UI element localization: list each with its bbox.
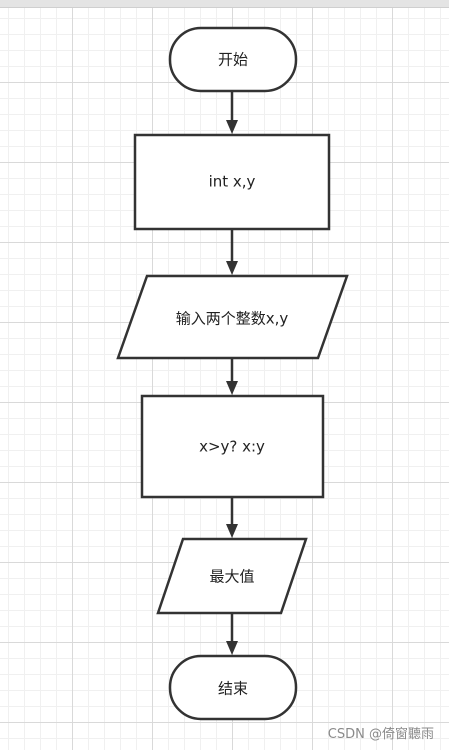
declare-node[interactable]: int x,y <box>133 133 331 231</box>
compare-process-shape <box>140 394 325 499</box>
process-node[interactable]: x>y? x:y <box>140 394 325 499</box>
arrow-output-end <box>226 641 238 655</box>
connectors <box>226 91 238 655</box>
start-label: 开始 <box>218 51 248 69</box>
input-io-shape <box>116 274 349 360</box>
declare-label: int x,y <box>209 173 256 191</box>
window-top-bar <box>0 0 449 8</box>
output-node[interactable]: 最大值 <box>156 537 308 615</box>
output-label: 最大值 <box>209 568 254 586</box>
arrow-declare-input <box>226 261 238 275</box>
output-io-shape <box>156 537 308 615</box>
arrow-process-output <box>226 524 238 538</box>
input-label: 输入两个整数x,y <box>176 310 289 328</box>
declare-process-shape <box>133 133 331 231</box>
csdn-watermark: CSDN @倚窗聽雨 <box>328 726 434 742</box>
start-node[interactable]: 开始 <box>168 26 298 93</box>
start-terminator-shape <box>168 26 298 93</box>
input-node[interactable]: 输入两个整数x,y <box>116 274 349 360</box>
end-terminator-shape <box>168 654 298 721</box>
process-label: x>y? x:y <box>199 438 265 456</box>
end-node[interactable]: 结束 <box>168 654 298 721</box>
arrow-input-process <box>226 381 238 395</box>
arrow-start-declare <box>226 120 238 134</box>
grid-canvas <box>0 8 449 750</box>
end-label: 结束 <box>218 680 248 698</box>
